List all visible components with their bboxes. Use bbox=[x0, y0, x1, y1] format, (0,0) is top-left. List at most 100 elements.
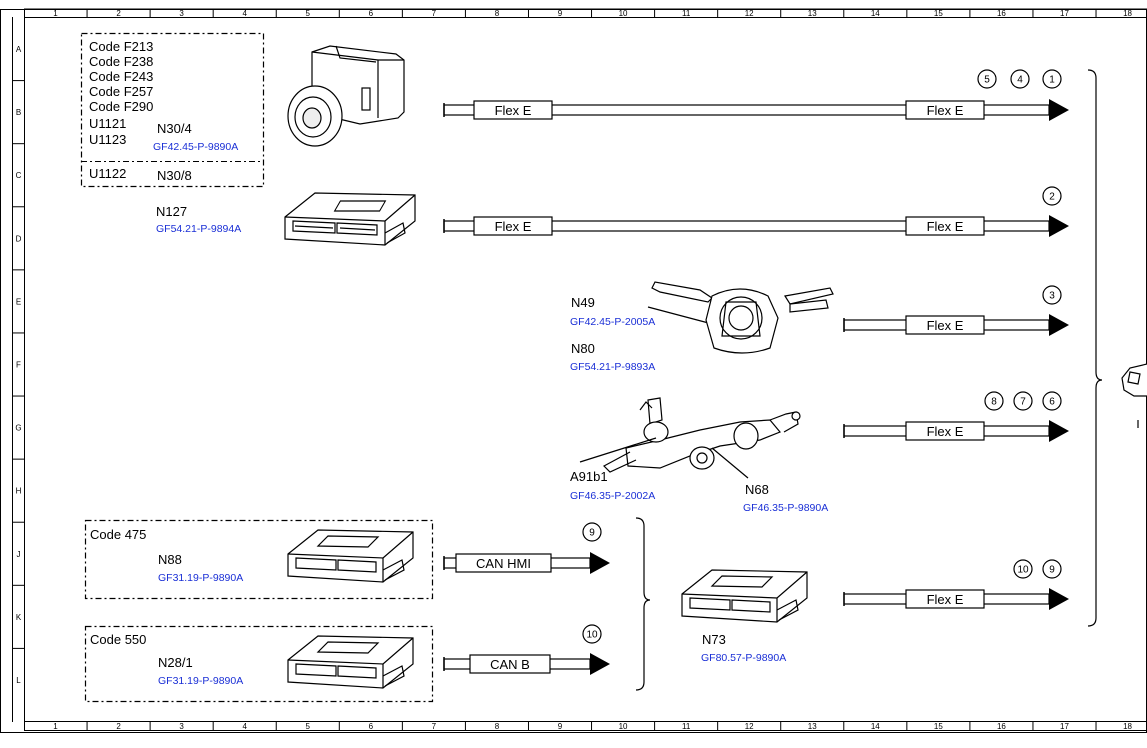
grid-column-label: 12 bbox=[745, 722, 754, 731]
a91b1-label: A91b1 bbox=[570, 469, 608, 484]
bus-wire: Flex E3 bbox=[844, 286, 1069, 336]
bus-label: Flex E bbox=[495, 219, 532, 234]
n30-4-label: N30/4 bbox=[157, 121, 192, 136]
wire-arrow-head bbox=[590, 552, 610, 574]
n127-ref: GF54.21-P-9894A bbox=[156, 223, 241, 235]
wire-arrow-head bbox=[1049, 420, 1069, 442]
connector-badge: 2 bbox=[1043, 187, 1061, 205]
grid-column-label: 7 bbox=[432, 722, 437, 731]
abs-code-5: Code F290 bbox=[89, 99, 153, 114]
grid-column-label: 10 bbox=[619, 722, 628, 731]
abs-code-2: Code F238 bbox=[89, 54, 153, 69]
bus-label: CAN B bbox=[490, 657, 530, 672]
grid-column-label: 15 bbox=[934, 722, 943, 731]
n127-label: N127 bbox=[156, 204, 187, 219]
grid-column-label: 2 bbox=[116, 9, 121, 18]
grid-column-label: 11 bbox=[682, 9, 691, 18]
abs-code-1: Code F213 bbox=[89, 39, 153, 54]
bus-label: Flex E bbox=[927, 424, 964, 439]
code-475-label: Code 475 bbox=[90, 527, 146, 542]
n28-1-ref: GF31.19-P-9890A bbox=[158, 675, 243, 687]
n28-1-ecu-illustration bbox=[288, 636, 413, 688]
grid-column-label: 13 bbox=[808, 722, 817, 731]
bus-wire: Flex E Flex E 2 bbox=[444, 187, 1069, 237]
n80-label: N80 bbox=[571, 341, 595, 356]
connector-badge-number: 9 bbox=[1049, 565, 1055, 576]
grid-column-label: 13 bbox=[808, 9, 817, 18]
abs-code-6: U1121 bbox=[89, 116, 126, 131]
n30-8-label: N30/8 bbox=[157, 168, 192, 183]
bus-wire: CAN B 10 bbox=[444, 625, 610, 675]
abs-code-7: U1123 bbox=[89, 132, 126, 147]
grid-row-label: K bbox=[16, 613, 22, 622]
grid-row-label: A bbox=[16, 45, 22, 54]
grid-row-label: G bbox=[15, 424, 21, 433]
wire-arrow-head bbox=[1049, 588, 1069, 610]
bus-label: Flex E bbox=[927, 219, 964, 234]
abs-code-3: Code F243 bbox=[89, 69, 153, 84]
connector-badge-number: 5 bbox=[984, 75, 990, 86]
grid-row-label: L bbox=[16, 676, 21, 685]
grid-column-label: 3 bbox=[179, 9, 184, 18]
grid-row-label: H bbox=[16, 487, 22, 496]
abs-code-4: Code F257 bbox=[89, 84, 153, 99]
bus-wire: Flex E 10 9 bbox=[844, 560, 1069, 610]
n49-ref: GF42.45-P-2005A bbox=[570, 316, 655, 328]
code-550-label: Code 550 bbox=[90, 632, 146, 647]
bus-label: Flex E bbox=[927, 592, 964, 607]
connector-badge-number: 10 bbox=[586, 630, 598, 641]
grid-column-label: 12 bbox=[745, 9, 754, 18]
grid-row-label: C bbox=[16, 171, 22, 180]
n88-label: N88 bbox=[158, 552, 182, 567]
n73-label: N73 bbox=[702, 632, 726, 647]
bus-label: CAN HMI bbox=[476, 556, 531, 571]
u1122-label: U1122 bbox=[89, 166, 126, 181]
n28-1-label: N28/1 bbox=[158, 655, 193, 670]
connector-badge: 9 bbox=[1043, 560, 1061, 578]
grid-column-label: 7 bbox=[432, 9, 437, 18]
flex-e-bus-brace bbox=[1088, 70, 1102, 626]
n73-ecu-illustration bbox=[682, 570, 807, 622]
grid-row-label: E bbox=[16, 297, 21, 306]
wire-arrow-head bbox=[1049, 215, 1069, 237]
n73-ref: GF80.57-P-9890A bbox=[701, 652, 786, 664]
right-edge-component-illustration bbox=[1122, 364, 1147, 428]
grid-column-label: 16 bbox=[997, 722, 1006, 731]
grid-column-label: 18 bbox=[1123, 722, 1132, 731]
bus-label: Flex E bbox=[495, 103, 532, 118]
n88-ecu-illustration bbox=[288, 530, 413, 582]
grid-column-label: 5 bbox=[306, 722, 311, 731]
grid-column-label: 9 bbox=[558, 9, 563, 18]
connector-badge: 1 bbox=[1043, 70, 1061, 88]
abs-unit-illustration bbox=[288, 46, 404, 146]
grid-column-label: 18 bbox=[1123, 9, 1132, 18]
n68-ref: GF46.35-P-9890A bbox=[743, 502, 828, 514]
wire-arrow-head bbox=[1049, 99, 1069, 121]
grid-column-label: 14 bbox=[871, 722, 880, 731]
grid-column-label: 14 bbox=[871, 9, 880, 18]
connector-badge-number: 8 bbox=[991, 397, 997, 408]
can-bus-brace bbox=[636, 518, 650, 690]
grid-row-label: F bbox=[16, 360, 21, 369]
grid-column-label: 16 bbox=[997, 9, 1006, 18]
grid-column-label: 1 bbox=[53, 722, 58, 731]
connector-badge-number: 10 bbox=[1017, 565, 1029, 576]
grid-column-label: 9 bbox=[558, 722, 563, 731]
n68-leader-line bbox=[712, 448, 748, 478]
grid-column-label: 3 bbox=[179, 722, 184, 731]
connector-badge-number: 3 bbox=[1049, 291, 1055, 302]
grid-row-label: B bbox=[16, 108, 21, 117]
wire-arrow-head bbox=[1049, 314, 1069, 336]
connector-badge: 10 bbox=[1014, 560, 1032, 578]
connector-badge-number: 4 bbox=[1017, 75, 1023, 86]
connector-badge: 5 bbox=[978, 70, 996, 88]
grid-row-label: J bbox=[17, 550, 21, 559]
